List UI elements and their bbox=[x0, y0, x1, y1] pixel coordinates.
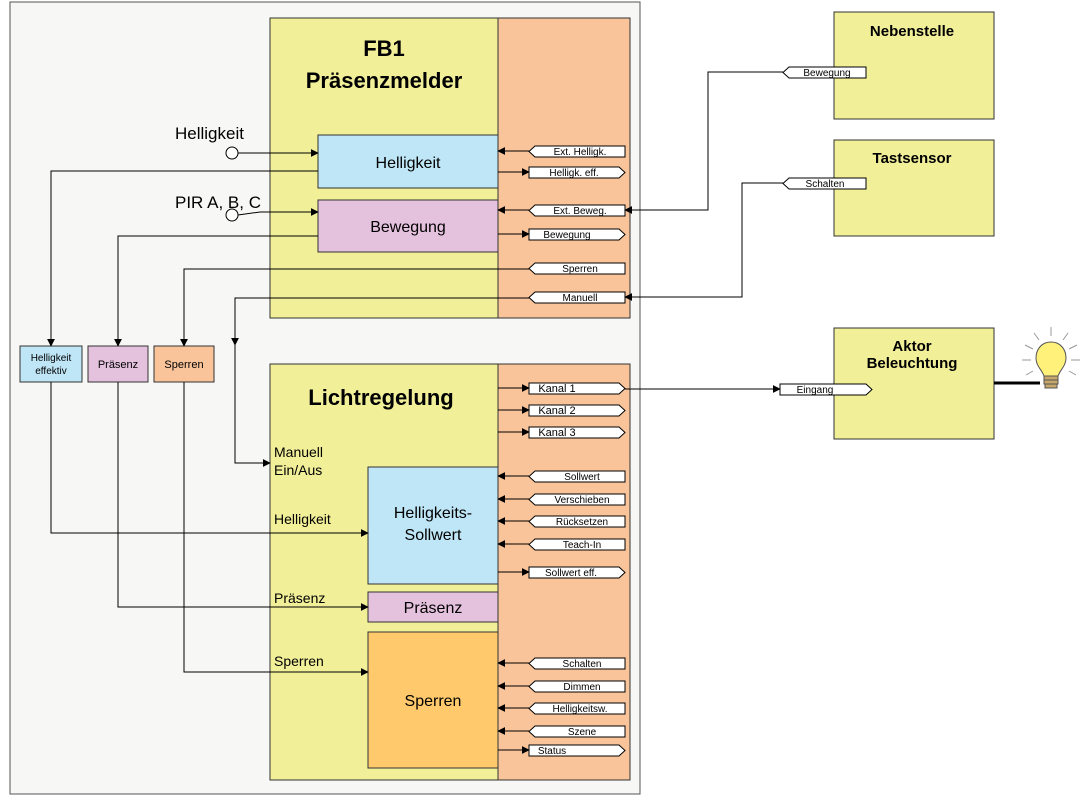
port-ext-hellig bbox=[528, 145, 626, 158]
port-ruecksetzen-label: Rücksetzen bbox=[556, 517, 608, 528]
port-status bbox=[528, 744, 626, 757]
label-sperren: Sperren bbox=[274, 653, 324, 669]
port-ext-hellig-label: Ext. Helligk. bbox=[554, 147, 607, 158]
port-sollwert bbox=[528, 470, 626, 483]
port-manuell bbox=[528, 291, 626, 304]
fb1-ports: Ext. Helligk. Helligk. eff. Ext. Beweg. … bbox=[528, 145, 626, 304]
port-teachin-label: Teach-In bbox=[563, 540, 601, 551]
connection-lines bbox=[47, 71, 783, 754]
sollwert-label-1: Helligkeits- bbox=[394, 505, 472, 522]
port-manuell-label: Manuell bbox=[562, 293, 597, 304]
port-sollwert-eff-label: Sollwert eff. bbox=[545, 568, 597, 579]
sperren-block-label: Sperren bbox=[405, 693, 462, 710]
praesenz-block-label: Präsenz bbox=[404, 600, 463, 617]
port-sperren bbox=[528, 262, 626, 275]
label-ein-aus: Ein/Aus bbox=[274, 462, 322, 478]
port-kanal1-label: Kanal 1 bbox=[538, 383, 575, 395]
port-kanal2 bbox=[528, 404, 626, 417]
port-bewegung-label: Bewegung bbox=[543, 230, 590, 241]
port-sollwert-label: Sollwert bbox=[564, 472, 600, 483]
sperren-box-label: Sperren bbox=[164, 359, 203, 371]
aktor-port-label: Eingang bbox=[797, 385, 834, 396]
port-bewegung bbox=[528, 228, 626, 241]
nebenstelle-port-label: Bewegung bbox=[803, 68, 850, 79]
port-ext-beweg-label: Ext. Beweg. bbox=[553, 206, 606, 217]
port-kanal2-label: Kanal 2 bbox=[538, 405, 575, 417]
fb1-bewegung-label: Bewegung bbox=[370, 219, 446, 236]
label-praesenz: Präsenz bbox=[274, 590, 325, 606]
label-manuell: Manuell bbox=[274, 444, 323, 460]
label-helligkeit: Helligkeit bbox=[274, 511, 331, 527]
tastsensor-title: Tastsensor bbox=[873, 150, 952, 167]
port-sollwert-eff bbox=[528, 566, 626, 579]
nebenstelle-title: Nebenstelle bbox=[870, 23, 954, 40]
input-helligkeit-label: Helligkeit bbox=[175, 124, 244, 143]
fb1-title: FB1 bbox=[363, 36, 405, 61]
helligkeit-effektiv-label-1: Helligkeit bbox=[31, 353, 72, 364]
port-kanal1 bbox=[528, 382, 626, 395]
port-teachin bbox=[528, 538, 626, 551]
port-helligkeitsw bbox=[528, 702, 626, 715]
port-dimmen bbox=[528, 680, 626, 693]
aktor-title-2: Beleuchtung bbox=[867, 355, 958, 372]
sollwert-label-2: Sollwert bbox=[405, 527, 462, 544]
nebenstelle-port bbox=[782, 66, 867, 79]
port-ruecksetzen bbox=[528, 515, 626, 528]
port-sperren-label: Sperren bbox=[562, 264, 598, 275]
fb1-helligkeit-block bbox=[317, 134, 499, 189]
port-szene bbox=[528, 725, 626, 738]
tastsensor-port-label: Schalten bbox=[806, 179, 845, 190]
port-kanal3 bbox=[528, 426, 626, 439]
port-kanal3-label: Kanal 3 bbox=[538, 427, 575, 439]
tastsensor-port bbox=[782, 177, 867, 190]
port-verschieben-label: Verschieben bbox=[554, 495, 609, 506]
port-hellig-eff-label: Helligk. eff. bbox=[549, 168, 598, 179]
praesenz-block bbox=[367, 591, 499, 623]
fb1-subtitle: Präsenzmelder bbox=[306, 68, 463, 93]
input-pir-label: PIR A, B, C bbox=[175, 193, 261, 212]
input-pir-terminal bbox=[225, 208, 239, 222]
lichtregelung-title: Lichtregelung bbox=[308, 385, 453, 410]
port-schalten-label: Schalten bbox=[563, 659, 602, 670]
port-helligkeitsw-label: Helligkeitsw. bbox=[552, 704, 607, 715]
port-szene-label: Szene bbox=[568, 727, 597, 738]
fb1-bewegung-block bbox=[317, 199, 499, 253]
port-ext-beweg bbox=[528, 204, 626, 217]
fb1-helligkeit-label: Helligkeit bbox=[376, 155, 441, 172]
input-helligkeit-terminal bbox=[225, 146, 239, 160]
port-status-label: Status bbox=[538, 746, 566, 757]
sperren-block bbox=[367, 631, 499, 769]
licht-ports: Kanal 1 Kanal 2 Kanal 3 Sollwert Verschi… bbox=[528, 382, 626, 757]
nebenstelle-block bbox=[833, 11, 995, 120]
port-schalten bbox=[528, 657, 626, 670]
sollwert-block bbox=[367, 466, 499, 585]
port-dimmen-label: Dimmen bbox=[563, 682, 600, 693]
praesenz-box bbox=[87, 345, 149, 383]
aktor-port bbox=[779, 383, 873, 396]
aktor-title-1: Aktor bbox=[892, 338, 931, 355]
port-verschieben bbox=[528, 493, 626, 506]
praesenz-box-label: Präsenz bbox=[98, 359, 138, 371]
lightbulb-icon bbox=[994, 327, 1080, 389]
helligkeit-effektiv-label-2: effektiv bbox=[35, 366, 67, 377]
helligkeit-effektiv-box bbox=[19, 345, 83, 383]
port-hellig-eff bbox=[528, 166, 626, 179]
